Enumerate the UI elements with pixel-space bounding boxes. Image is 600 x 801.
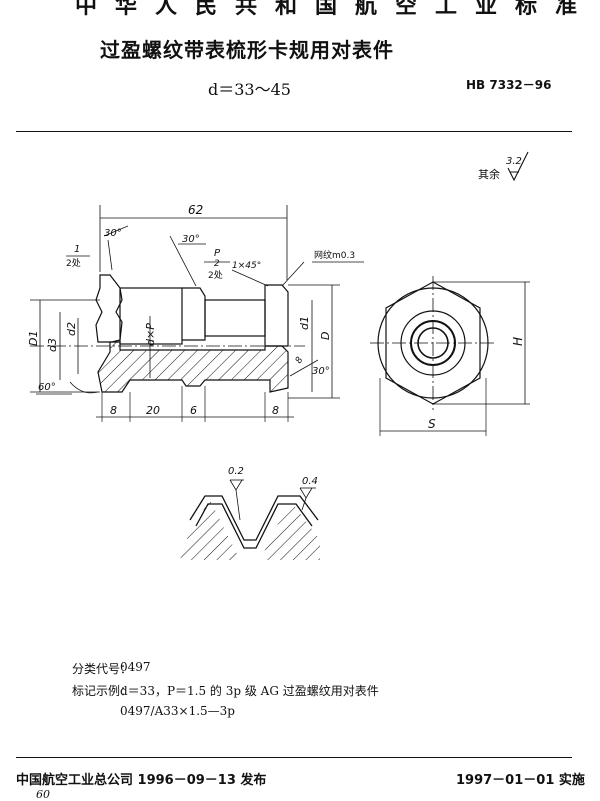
class-code-value: 0497	[120, 660, 151, 674]
standard-number: HB 7332－96	[466, 78, 552, 92]
dim-len-8-left: 8	[110, 404, 117, 417]
dim-len-6: 6	[190, 404, 197, 417]
dim-d2: d2	[65, 322, 78, 336]
dim-knurl: 网纹m0.3	[314, 249, 355, 261]
organization-header: 中华人民共和国航空工业标准	[75, 0, 596, 19]
dim-angle-30-c: 30°	[312, 366, 330, 377]
dim-length-total: 62	[188, 203, 203, 217]
dim-H: H	[511, 337, 525, 346]
dim-frac-p-den: 2处	[208, 269, 223, 281]
dim-angle-60: 60°	[38, 382, 56, 393]
marking-example-label: 标记示例：	[72, 684, 133, 698]
dim-len-8-right: 8	[272, 404, 279, 417]
dim-frac-one-den: 2处	[66, 257, 81, 269]
dim-d3: d3	[46, 338, 59, 352]
dim-angle-30-a: 30°	[104, 228, 122, 239]
publisher-line: 中国航空工业总公司 1996－09－13 发布	[16, 773, 267, 788]
dim-chamfer: 1×45°	[232, 261, 261, 271]
dim-frac-one-num: 1	[74, 244, 80, 255]
dim-d1-left: D1	[27, 331, 40, 346]
marking-example-code: 0497/A33×1.5—3p	[120, 704, 235, 718]
document-title: 过盈螺纹带表梳形卡规用对表件	[100, 38, 394, 62]
thread-detail	[180, 479, 320, 560]
dim-D: D	[319, 332, 332, 340]
side-view	[30, 205, 364, 422]
dim-gap: 8	[294, 355, 306, 365]
dim-frac-p-num: P	[214, 248, 221, 259]
dim-angle-30-b: 30°	[182, 234, 200, 245]
dim-dxp: d×P	[144, 323, 157, 346]
size-range: d＝33～45	[208, 80, 291, 99]
roughness-value: 3.2	[506, 156, 522, 167]
class-code-label: 分类代号：	[72, 662, 133, 676]
dim-d1-right: d1	[298, 316, 311, 330]
roughness-note: 其余	[478, 167, 500, 181]
rough-04: 0.4	[302, 476, 318, 487]
bottom-rule	[16, 757, 572, 758]
rough-02: 0.2	[228, 466, 244, 477]
dim-frac-p-mid: 2	[214, 259, 220, 269]
effective-date: 1997－01－01 实施	[456, 773, 585, 788]
roughness-symbol: 其余 3.2	[478, 151, 529, 182]
technical-drawing: 其余 3.2	[27, 151, 530, 560]
page-number: 60	[36, 788, 50, 801]
dim-S: S	[428, 417, 436, 431]
dim-len-20: 20	[146, 404, 160, 417]
end-view	[370, 276, 530, 436]
marking-example-value: d＝33，P＝1.5 的 3p 级 AG 过盈螺纹用对表件	[120, 684, 379, 698]
top-rule	[16, 131, 572, 132]
